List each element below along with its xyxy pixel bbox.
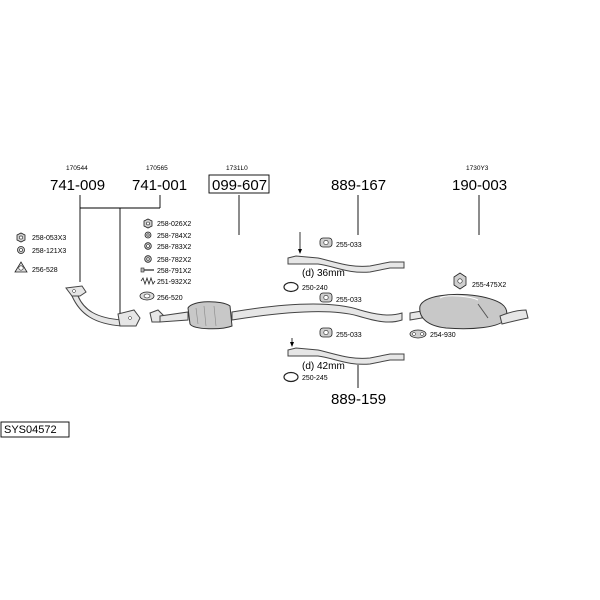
part-number-889-159[interactable]: 889-159: [331, 391, 386, 408]
ring-label: 250-240: [302, 285, 328, 292]
part-number-889-167[interactable]: 889-167: [331, 177, 386, 194]
strap-label: 254-930: [430, 332, 456, 339]
ref-1731L0: 1731L0: [226, 165, 248, 172]
upper-middle-pipe[interactable]: [287, 232, 405, 273]
rear-silencer[interactable]: [409, 293, 529, 330]
system-code-box: [0, 421, 70, 438]
hardware-label: 251-932X2: [157, 279, 191, 286]
hardware-label: 258-791X2: [157, 268, 191, 275]
diameter-label: (d) 42mm: [302, 361, 345, 372]
rubber-mount-icon: [319, 237, 333, 248]
hardware-label: 256-520: [157, 295, 183, 302]
spring-washer-icon: [144, 242, 152, 250]
nut-icon: [144, 255, 152, 263]
hardware-label: 258-783X2: [157, 244, 191, 251]
hex-nut-icon: [143, 218, 153, 229]
nut-label: 255-475X2: [472, 282, 506, 289]
part-number-190-003[interactable]: 190-003: [452, 177, 507, 194]
rubber-mount-icon: [319, 327, 333, 338]
sealing-ring-icon: [283, 281, 299, 293]
lower-middle-pipe[interactable]: [287, 338, 405, 365]
rubber-mount-icon: [319, 292, 333, 303]
system-code: SYS04572: [4, 424, 57, 436]
part-number-741-009[interactable]: 741-009: [50, 177, 105, 194]
clamp-label: 255-033: [336, 332, 362, 339]
clamp-label: 255-033: [336, 242, 362, 249]
ref-1730Y3: 1730Y3: [466, 165, 489, 172]
catalytic-converter[interactable]: [149, 301, 403, 330]
part-number-741-001[interactable]: 741-001: [132, 177, 187, 194]
leader-lines: [79, 195, 480, 388]
front-pipe[interactable]: [65, 285, 141, 327]
hex-nut-icon: [16, 232, 26, 243]
ref-170544: 170544: [66, 165, 88, 172]
washer-icon: [17, 246, 25, 254]
hardware-label: 256-528: [32, 267, 58, 274]
gasket-icon: [14, 261, 28, 273]
rubber-strap-icon: [409, 329, 427, 339]
hardware-label: 258-026X2: [157, 221, 191, 228]
clamp-label: 255-033: [336, 297, 362, 304]
bolt-icon: [140, 267, 154, 273]
spring-icon: [140, 276, 156, 286]
hardware-label: 258-053X3: [32, 235, 66, 242]
sealing-ring-icon: [283, 371, 299, 383]
ref-170565: 170565: [146, 165, 168, 172]
hardware-label: 258-121X3: [32, 248, 66, 255]
hardware-label: 258-784X2: [157, 233, 191, 240]
flange-gasket-icon: [139, 291, 155, 301]
diameter-label: (d) 36mm: [302, 268, 345, 279]
hex-nut-icon: [453, 272, 467, 290]
part-number-099-607[interactable]: 099-607: [212, 177, 267, 194]
ring-label: 250-245: [302, 375, 328, 382]
hardware-label: 258-782X2: [157, 257, 191, 264]
highlight-box: [208, 174, 270, 194]
washer-icon: [144, 231, 152, 239]
